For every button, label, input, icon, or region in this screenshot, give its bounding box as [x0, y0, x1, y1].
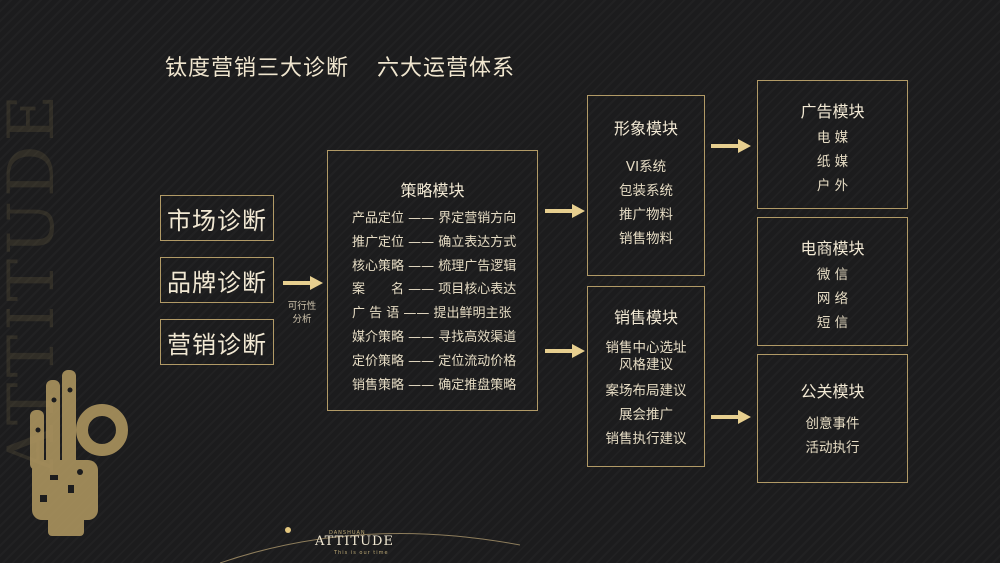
strategy-line: 广 告 语 —— 提出鲜明主张 — [352, 306, 512, 322]
ecommerce-module-item: 网 络 — [816, 291, 849, 307]
strategy-line: 产品定位 —— 界定营销方向 — [352, 211, 517, 226]
page-title: 钛度营销三大诊断 六大运营体系 — [165, 50, 515, 82]
image-module-item: VI系统 — [625, 159, 667, 175]
arrow-right-icon — [545, 204, 585, 218]
ad-module-box: 广告模块 电 媒 纸 媒 户 外 — [757, 80, 908, 209]
strategy-line: 推广定位 —— 确立表达方式 — [352, 234, 517, 250]
ad-module-item: 户 外 — [816, 178, 849, 194]
sales-module-item: 销售中心选址 — [605, 340, 687, 356]
sales-module-title: 销售模块 — [613, 308, 678, 327]
strategy-line: 案 名 —— 项目核心表达 — [352, 282, 517, 298]
image-module-item: 销售物料 — [619, 231, 673, 247]
ad-module-title: 广告模块 — [800, 102, 865, 121]
feasibility-label-line1: 可行性 — [287, 301, 317, 312]
ecommerce-module-title: 电商模块 — [800, 239, 865, 258]
sales-module-item: 展会推广 — [619, 407, 673, 423]
diagnosis-marketing-box: 营销诊断 — [160, 319, 274, 365]
strategy-module-box: 策略模块 产品定位 —— 界定营销方向 推广定位 —— 确立表达方式 核心策略 … — [327, 150, 538, 411]
image-module-item: 推广物料 — [619, 207, 673, 223]
strategy-line: 媒介策略 —— 寻找高效渠道 — [352, 329, 517, 345]
arrow-right-icon — [711, 139, 751, 153]
arrow-right-icon — [711, 410, 751, 424]
ad-module-item: 纸 媒 — [816, 154, 849, 170]
diagnosis-market-box: 市场诊断 — [160, 195, 274, 241]
ecommerce-module-box: 电商模块 微 信 网 络 短 信 — [757, 217, 908, 346]
logo-main-text: ATTITUDE — [315, 534, 394, 549]
arrow-right-icon — [283, 276, 323, 290]
strategy-module-title: 策略模块 — [400, 181, 465, 200]
pr-module-title: 公关模块 — [800, 382, 865, 401]
sales-module-item: 案场布局建议 — [605, 383, 687, 399]
logo-arc-decoration — [220, 527, 521, 563]
pr-module-item: 活动执行 — [805, 440, 860, 456]
feasibility-label-line2: 分析 — [292, 314, 312, 325]
sales-module-item: 风格建议 — [619, 357, 673, 373]
arrow-right-icon — [545, 344, 585, 358]
ecommerce-module-item: 短 信 — [816, 315, 849, 331]
pr-module-box: 公关模块 创意事件 活动执行 — [757, 354, 908, 483]
title-right: 六大运营体系 — [377, 56, 516, 81]
hand-gesture-illustration — [30, 370, 128, 536]
feasibility-label: 可行性 分析 — [282, 300, 322, 326]
image-module-title: 形象模块 — [613, 119, 678, 138]
strategy-line: 销售策略 —— 确定推盘策略 — [352, 377, 517, 393]
image-module-box: 形象模块 VI系统 包装系统 推广物料 销售物料 — [587, 95, 705, 276]
sales-module-item: 销售执行建议 — [605, 431, 687, 447]
sales-module-box: 销售模块 销售中心选址 风格建议 案场布局建议 展会推广 销售执行建议 — [587, 286, 705, 467]
logo-tagline: This is our time — [334, 550, 389, 556]
pr-module-item: 创意事件 — [805, 416, 860, 432]
title-left: 钛度营销三大诊断 — [165, 56, 350, 81]
image-module-item: 包装系统 — [619, 183, 673, 199]
ecommerce-module-item: 微 信 — [816, 267, 849, 283]
strategy-line: 核心策略 —— 梳理广告逻辑 — [352, 258, 517, 274]
logo-top-text: DANSHUAN — [329, 530, 366, 536]
diagnosis-brand-box: 品牌诊断 — [160, 257, 274, 303]
ad-module-item: 电 媒 — [816, 130, 849, 146]
strategy-line: 定价策略 —— 定位流动价格 — [352, 353, 517, 369]
